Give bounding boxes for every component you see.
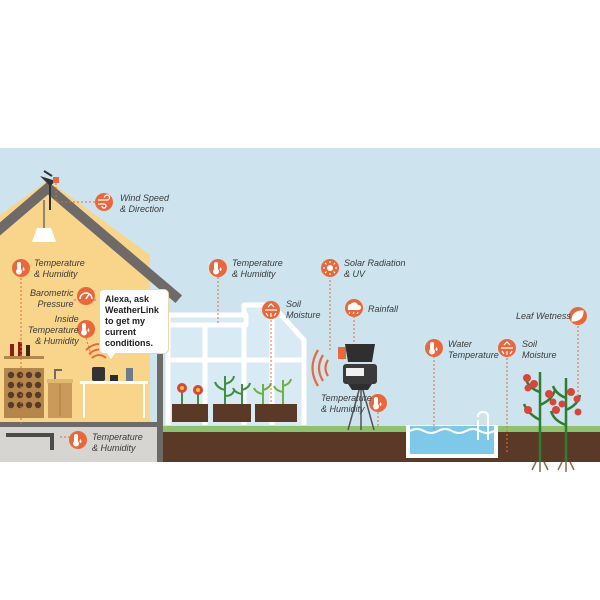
floor-line (0, 422, 162, 427)
soil-ground (160, 432, 600, 462)
label-greenhouse-temperature-humidity: Temperature & Humidity (232, 258, 283, 279)
anemometer (40, 170, 59, 210)
sun-icon (321, 259, 339, 277)
label-barometric-pressure: Barometric Pressure (30, 288, 74, 309)
smart-speaker (92, 367, 105, 381)
tomato-plants (522, 372, 582, 472)
label-rainfall: Rainfall (368, 304, 399, 314)
ceiling-lamp (32, 228, 56, 242)
house-side-wall (157, 296, 163, 462)
weather-station (338, 344, 377, 431)
thermometer-droplet-icon (425, 339, 443, 357)
house-roof (0, 181, 183, 304)
grass-strip (160, 426, 600, 434)
pool (406, 410, 498, 458)
label-basement-temperature-humidity: Temperature & Humidity (92, 432, 143, 453)
greenhouse-plants (177, 375, 292, 404)
label-station-temperature-humidity: Temperature & Humidity (321, 393, 372, 414)
planter-box (255, 404, 297, 422)
thermometer-droplet-icon (77, 320, 95, 338)
label-leaf-wetness: Leaf Wetness (516, 311, 571, 321)
label-garden-soil-moisture: Soil Moisture (522, 339, 557, 360)
wine-rack (4, 342, 44, 418)
label-water-temperature: Water Temperature (448, 339, 499, 360)
label-solar-radiation-uv: Solar Radiation & UV (344, 258, 406, 279)
soil-moisture-icon (498, 339, 516, 357)
console-display (110, 375, 118, 381)
basement-pipe (6, 433, 54, 450)
pool-ladder (477, 410, 489, 440)
rain-cloud-icon (345, 299, 363, 317)
thermometer-droplet-icon (12, 259, 30, 277)
vase (126, 368, 133, 381)
label-wind-speed-direction: Wind Speed & Direction (120, 193, 169, 214)
planter-box (172, 404, 208, 422)
thermometer-droplet-icon (369, 394, 387, 412)
planter-box (213, 404, 251, 422)
barometer-icon (77, 287, 95, 305)
alexa-speech-bubble: Alexa, ask WeatherLink to get my current… (100, 290, 168, 359)
label-greenhouse-soil-moisture: Soil Moisture (286, 299, 321, 320)
leader-lines (20, 183, 579, 452)
side-table (80, 367, 148, 418)
wind-icon (95, 193, 113, 211)
soil-moisture-icon (262, 301, 280, 319)
thermometer-droplet-icon (69, 431, 87, 449)
kitchen-cabinet (47, 369, 73, 418)
station-signal-icon (311, 349, 329, 387)
thermometer-droplet-icon (209, 259, 227, 277)
label-inside-temperature-humidity: Inside Temperature & Humidity (28, 314, 79, 346)
greenhouse (165, 302, 307, 425)
label-house-temperature-humidity: Temperature & Humidity (34, 258, 85, 279)
leaf-icon (569, 307, 587, 325)
